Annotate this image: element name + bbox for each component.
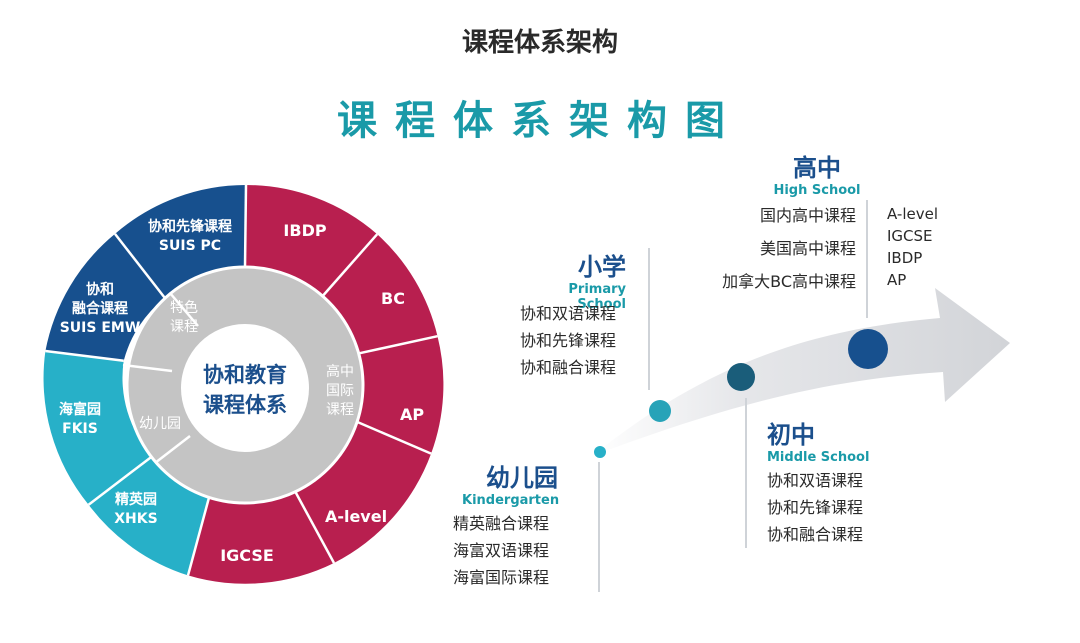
label-suispc-1: 协和先锋课程 xyxy=(148,218,232,235)
label-fkis-1: 海富园 xyxy=(59,401,101,418)
course-item: 协和融合课程 xyxy=(767,525,864,544)
label-suisemw-2: 融合课程 xyxy=(72,300,128,317)
stage-kindergarten: 幼儿园 Kindergarten xyxy=(462,458,560,508)
course-item: 协和双语课程 xyxy=(767,471,864,490)
high-intl-courses: A-level IGCSE IBDP AP xyxy=(887,203,938,291)
stage-middle-cn: 初中 xyxy=(767,421,815,449)
label-fkis-2: FKIS xyxy=(62,421,98,437)
stage-high-cn: 高中 xyxy=(793,154,841,182)
course-item: 海富国际课程 xyxy=(453,568,550,587)
inner-hs-2: 国际 xyxy=(326,383,354,399)
center-text-1: 协和教育 xyxy=(203,363,287,387)
inner-hs-1: 高中 xyxy=(326,363,354,380)
label-suisemw-1: 协和 xyxy=(86,281,114,298)
segment-suis-pc xyxy=(115,185,246,298)
course-item: 美国高中课程 xyxy=(759,239,856,258)
segment-fkis xyxy=(43,351,153,505)
label-ibdp: IBDP xyxy=(283,221,326,240)
stage-primary: 小学 Primary School xyxy=(520,247,626,312)
inner-tese-1: 特色 xyxy=(170,299,198,316)
stage-dot-middle xyxy=(727,363,755,391)
intl-course-item: IGCSE xyxy=(887,227,933,245)
inner-tese-2: 课程 xyxy=(170,319,198,335)
inner-hs-3: 课程 xyxy=(326,402,354,418)
high-divider xyxy=(866,200,868,318)
segment-igcse xyxy=(188,488,334,584)
label-ap: AP xyxy=(400,405,424,424)
stage-primary-en: Primary School xyxy=(568,282,626,312)
course-item: 协和先锋课程 xyxy=(767,498,864,517)
segment-alevel xyxy=(293,420,432,563)
stage-middle: 初中 Middle School xyxy=(767,415,869,465)
course-item: 协和先锋课程 xyxy=(520,331,617,350)
intl-course-item: A-level xyxy=(887,205,939,223)
primary-divider xyxy=(648,248,650,390)
label-alevel: A-level xyxy=(325,507,387,526)
center-circle xyxy=(181,324,309,452)
segment-xhks xyxy=(88,456,210,576)
high-courses: 国内高中课程 美国高中课程 加拿大BC高中课程 xyxy=(722,202,856,295)
inner-kindergarten: 幼儿园 xyxy=(139,416,181,432)
course-item: 协和双语课程 xyxy=(520,304,617,323)
stage-high: 高中 High School xyxy=(773,148,861,198)
stage-dot-primary xyxy=(649,400,671,422)
stage-kindergarten-en: Kindergarten xyxy=(462,493,560,508)
stage-primary-cn: 小学 xyxy=(578,253,626,281)
stage-high-en: High School xyxy=(773,183,861,198)
primary-courses: 协和双语课程 协和先锋课程 协和融合课程 xyxy=(520,300,616,381)
label-bc: BC xyxy=(381,289,405,308)
course-item: 精英融合课程 xyxy=(453,514,550,533)
course-item: 海富双语课程 xyxy=(453,541,550,560)
label-xhks-1: 精英园 xyxy=(115,491,157,508)
stage-dot-kindergarten xyxy=(594,446,606,458)
page-title: 课程体系架构 xyxy=(461,28,618,58)
segment-ibdp xyxy=(245,185,378,296)
stage-dot-high xyxy=(848,329,888,369)
segment-ap xyxy=(353,336,444,454)
kindergarten-courses: 精英融合课程 海富双语课程 海富国际课程 xyxy=(453,510,549,591)
stage-kindergarten-cn: 幼儿园 xyxy=(486,464,558,492)
stage-middle-en: Middle School xyxy=(767,450,870,465)
intl-course-item: IBDP xyxy=(887,249,923,267)
label-suispc-2: SUIS PC xyxy=(159,238,221,254)
progression-arrow xyxy=(592,288,1010,456)
label-xhks-2: XHKS xyxy=(114,511,157,527)
diagram-title: 课程体系架构图 xyxy=(337,98,743,144)
segment-suis-emw xyxy=(45,233,165,361)
course-item: 国内高中课程 xyxy=(759,206,856,225)
middle-divider xyxy=(745,398,747,548)
kindergarten-divider xyxy=(598,462,600,592)
label-igcse: IGCSE xyxy=(220,546,274,565)
course-item: 协和融合课程 xyxy=(520,358,617,377)
label-suisemw-3: SUIS EMW xyxy=(60,320,141,336)
intl-course-item: AP xyxy=(887,271,907,289)
course-item: 加拿大BC高中课程 xyxy=(722,272,856,291)
center-text-2: 课程体系 xyxy=(203,393,287,417)
middle-courses: 协和双语课程 协和先锋课程 协和融合课程 xyxy=(767,467,863,548)
